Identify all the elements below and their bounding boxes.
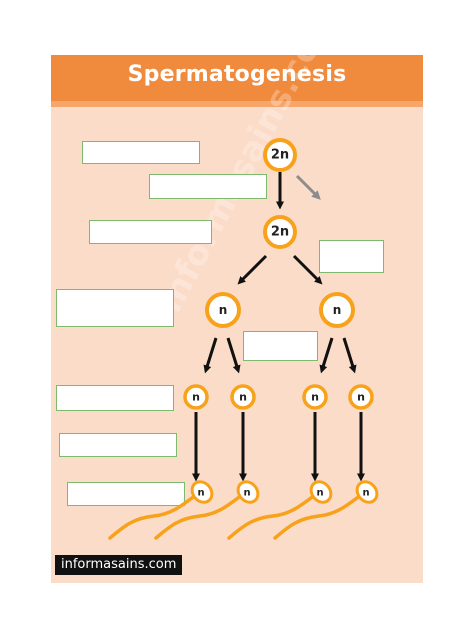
sperm-cell-icon: n <box>108 480 214 540</box>
cell-label: n <box>192 391 200 404</box>
arrow-down-icon <box>319 337 334 374</box>
arrows <box>192 172 365 482</box>
cell-haploid-2-d: n <box>348 384 374 410</box>
cell-second: 2n <box>263 215 297 249</box>
blank-label-box[interactable] <box>243 331 318 361</box>
cell-haploid-2-a: n <box>183 384 209 410</box>
title-banner <box>51 55 423 107</box>
cell-top: 2n <box>263 138 297 172</box>
cell-label: 2n <box>271 148 289 163</box>
cell-label: n <box>197 488 204 499</box>
cell-label: n <box>311 391 319 404</box>
blank-label-box[interactable] <box>56 289 174 327</box>
blank-label-box[interactable] <box>67 482 185 506</box>
cell-haploid-2-b: n <box>230 384 256 410</box>
banner-stripe <box>51 101 423 107</box>
cell-label: n <box>333 303 342 317</box>
blank-label-box[interactable] <box>56 385 174 411</box>
cell-label: n <box>357 391 365 404</box>
blank-label-box[interactable] <box>149 174 267 199</box>
cell-label: n <box>362 488 369 499</box>
arrow-down-icon <box>237 254 268 285</box>
cell-haploid-1-right: n <box>319 292 355 328</box>
blank-label-box[interactable] <box>82 141 200 164</box>
page-title: Spermatogenesis <box>127 62 347 87</box>
sperm-cell-icon: n <box>273 480 379 540</box>
cell-label: n <box>316 488 323 499</box>
blank-label-box[interactable] <box>319 240 384 273</box>
blank-label-box[interactable] <box>59 433 177 457</box>
cell-label: n <box>219 303 228 317</box>
arrow-down-icon <box>292 254 323 285</box>
arrow-down-icon <box>226 337 241 374</box>
cell-label: n <box>243 488 250 499</box>
arrow-down-icon <box>342 337 357 374</box>
arrow-down-icon <box>203 337 218 374</box>
cell-haploid-1-left: n <box>205 292 241 328</box>
sperm-cell-icon: n <box>154 480 260 540</box>
cell-haploid-2-c: n <box>302 384 328 410</box>
blank-label-box[interactable] <box>89 220 212 244</box>
brand-label: informasains.com <box>55 555 183 575</box>
sperm-cell-icon: n <box>227 480 333 540</box>
arrow-diagonal-icon <box>295 174 321 200</box>
cell-label: n <box>239 391 247 404</box>
cell-label: 2n <box>271 225 289 240</box>
